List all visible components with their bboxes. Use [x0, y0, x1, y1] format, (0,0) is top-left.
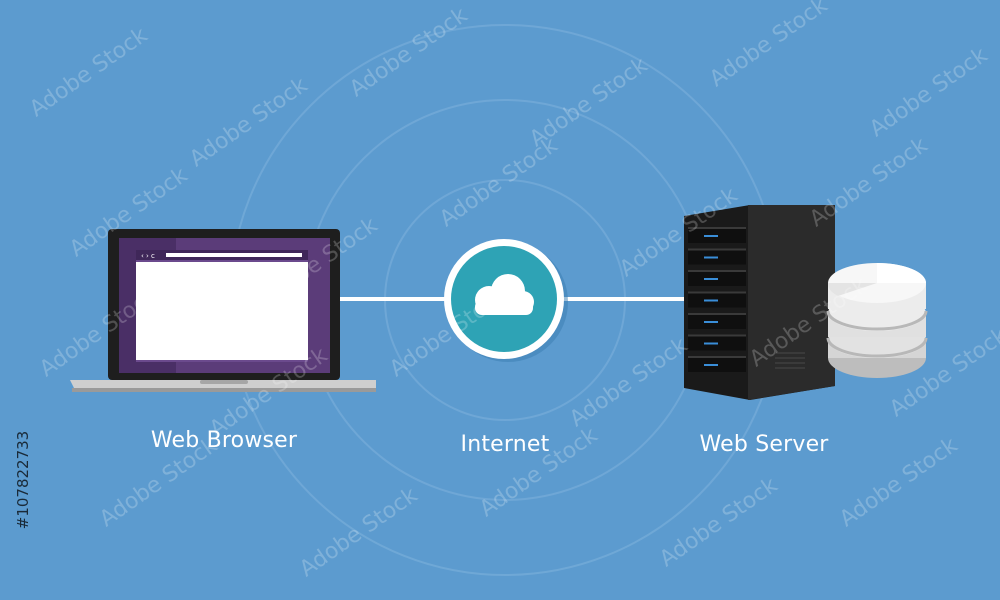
rack-status-led	[704, 299, 718, 302]
rack-unit-edge	[688, 248, 746, 251]
web-server-label: Web Server	[699, 432, 829, 457]
rack-slots	[688, 227, 746, 372]
cloud-icon	[475, 274, 534, 315]
rack-status-led	[704, 235, 718, 237]
rack-status-led	[704, 342, 718, 345]
rack-status-led	[704, 364, 718, 366]
svg-text:‹ › c: ‹ › c	[141, 252, 155, 260]
internet-label: Internet	[460, 432, 550, 457]
rack-unit-edge	[688, 270, 746, 272]
rack-unit-edge	[688, 356, 746, 358]
server-rack-icon	[684, 205, 835, 400]
laptop-icon: ‹ › c	[70, 229, 376, 392]
cloud-node	[444, 239, 568, 362]
browser-window-icon: ‹ › c	[136, 250, 308, 362]
rack-status-led	[704, 256, 718, 259]
web-browser-label: Web Browser	[150, 428, 298, 453]
rack-unit-edge	[688, 334, 746, 337]
rack-status-led	[704, 278, 718, 280]
rack-unit-edge	[688, 291, 746, 294]
rack-unit-edge	[688, 313, 746, 315]
rack-unit-edge	[688, 227, 746, 229]
stock-image-id: #107822733	[14, 430, 32, 530]
rack-status-led	[704, 321, 718, 323]
database-icon	[826, 263, 928, 378]
